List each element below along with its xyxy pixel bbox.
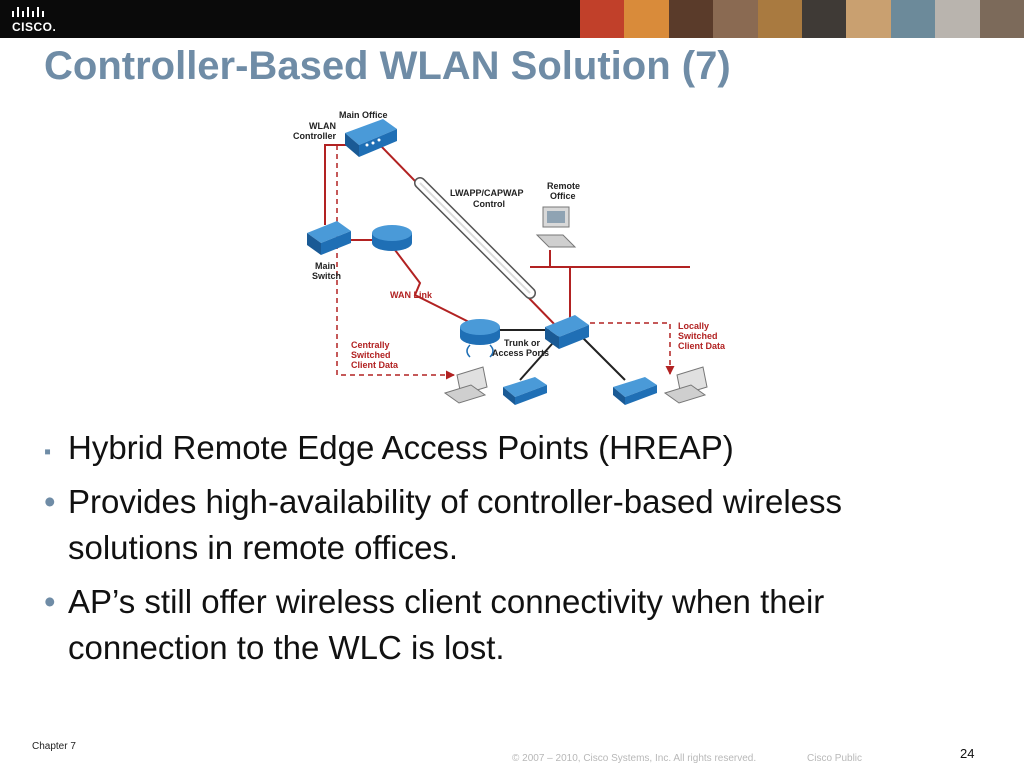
bullet-item-connectivity: • AP’s still offer wireless client conne… (44, 579, 944, 671)
ap-left-icon (503, 377, 547, 405)
remote-pc-icon (535, 206, 577, 248)
cisco-logo-text: CISCO. (12, 20, 57, 34)
cisco-logo-icon (12, 7, 44, 17)
label-remote-2: Office (550, 191, 576, 201)
header-photo-tile (668, 0, 714, 38)
controller-to-switch-link (324, 144, 347, 225)
label-locally-1: Locally (678, 321, 709, 331)
header-photo-tile (713, 0, 758, 38)
label-wlan-1: WLAN (309, 121, 336, 131)
header-photo-tile (846, 0, 891, 38)
slide-title: Controller-Based WLAN Solution (7) (44, 44, 731, 88)
trunk-switch-icon (545, 315, 589, 349)
label-lwapp-1: LWAPP/CAPWAP (450, 188, 524, 198)
bullet-text: AP’s still offer wireless client connect… (68, 583, 825, 666)
bullet-text: Provides high-availability of controller… (68, 483, 843, 566)
header-photo-tile (979, 0, 1024, 38)
laptop-right-icon (663, 366, 708, 404)
label-remote-1: Remote (547, 181, 580, 191)
label-locally-3: Client Data (678, 341, 726, 351)
label-main-switch-1: Main (315, 261, 336, 271)
wan-link-line (394, 249, 476, 326)
page-number: 24 (960, 746, 975, 761)
bullet-item-hreap: ▪ Hybrid Remote Edge Access Points (HREA… (44, 425, 944, 471)
label-main-switch-2: Switch (312, 271, 341, 281)
main-router-icon (372, 225, 412, 251)
footer-classification: Cisco Public (807, 753, 863, 764)
label-lwapp-2: Control (473, 199, 505, 209)
header-photo-tile (624, 0, 669, 38)
wlan-controller-icon (345, 119, 397, 157)
label-trunk-2: Access Ports (492, 348, 549, 358)
bullet-text: Hybrid Remote Edge Access Points (HREAP) (68, 429, 734, 466)
label-centrally-2: Switched (351, 350, 391, 360)
footer-chapter: Chapter 7 (32, 741, 76, 752)
bullet-item-high-availability: • Provides high-availability of controll… (44, 479, 944, 571)
header-photo-strip (580, 0, 1024, 38)
trunk-to-ap-right-link (579, 334, 626, 381)
wlan-diagram: Main Office WLAN Controller LWAPP/CAPWAP… (293, 110, 726, 405)
label-wan-link: WAN Link (390, 290, 433, 300)
header-bar: CISCO. (0, 0, 1024, 38)
header-photo-tile (757, 0, 803, 38)
locally-switched-path (590, 322, 675, 375)
dot-bullet-icon: • (44, 583, 56, 620)
bullet-list: ▪ Hybrid Remote Edge Access Points (HREA… (44, 425, 944, 679)
header-photo-tile (802, 0, 847, 38)
label-controller-2: Controller (293, 131, 336, 141)
main-switch-icon (307, 221, 351, 255)
laptop-left-icon (443, 366, 488, 404)
remote-router-icon (460, 319, 500, 358)
lwapp-tunnel (414, 177, 536, 299)
header-photo-tile (935, 0, 980, 38)
footer-copyright: © 2007 – 2010, Cisco Systems, Inc. All r… (512, 753, 757, 764)
header-photo-tile (890, 0, 936, 38)
dot-bullet-icon: • (44, 483, 56, 520)
label-centrally-1: Centrally (351, 340, 390, 350)
label-trunk-1: Trunk or (504, 338, 541, 348)
square-bullet-icon: ▪ (44, 441, 52, 463)
ap-right-icon (613, 377, 657, 405)
label-locally-2: Switched (678, 331, 718, 341)
label-main-office: Main Office (339, 110, 388, 120)
label-centrally-3: Client Data (351, 360, 399, 370)
header-photo-tile (580, 0, 625, 38)
